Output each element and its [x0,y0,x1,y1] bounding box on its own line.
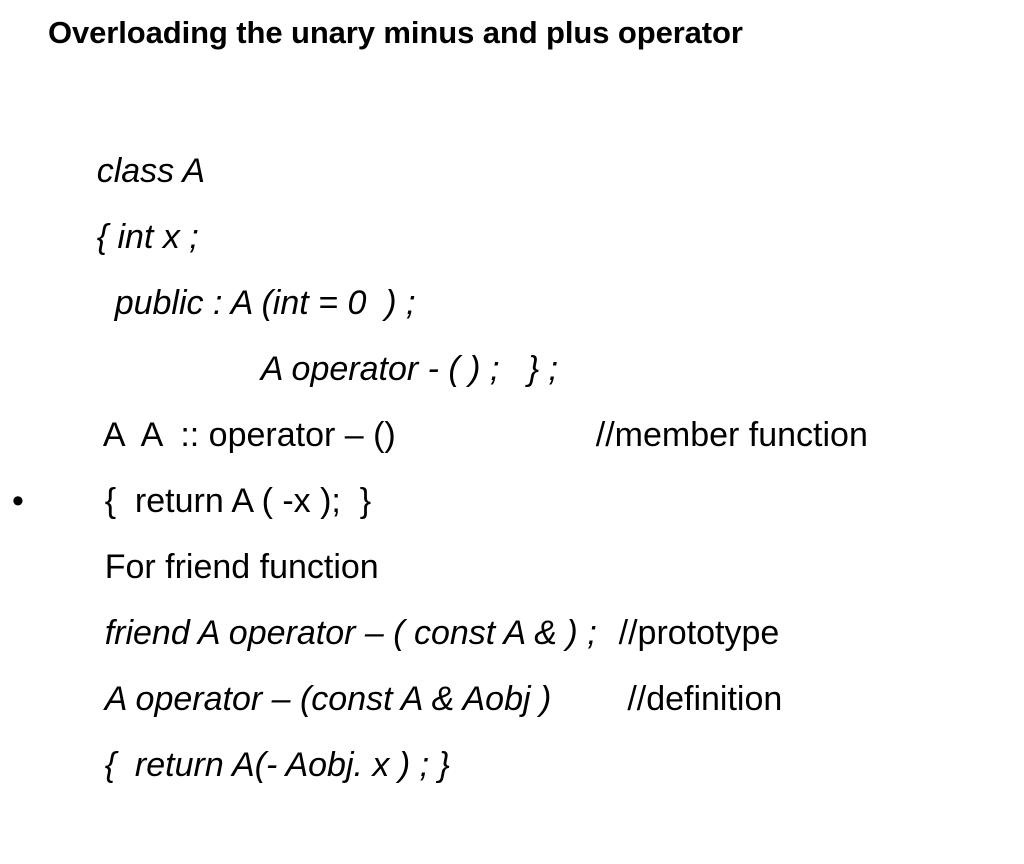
bullet-label: For friend function [104,548,379,586]
code-text: { return A ( -x ); } [104,482,372,520]
code-line-open-brace-int: { int x ; [0,138,1024,256]
code-text: friend A operator – ( const A & ) ; [104,614,597,652]
code-text: public : A (int = 0 ) ; [114,284,416,322]
code-text: class A [96,152,206,190]
code-line-friend-prototype: friend A operator – ( const A & ) ; //pro… [0,534,1024,652]
slide-body: class A { int x ; public : A (int = 0 ) … [0,72,1024,784]
bullet-item-for-friend-function: • For friend function [0,468,1024,586]
code-text: A operator – (const A & Aobj ) [104,680,552,718]
code-line-class-a: class A [0,72,1024,190]
code-text: A A :: operator – () [102,416,396,454]
code-comment-prototype: //prototype [618,614,780,652]
code-text: { int x ; [96,218,199,256]
code-comment-definition: //definition [627,680,783,718]
code-comment-member-function: //member function [595,416,868,454]
page-title: Overloading the unary minus and plus ope… [48,15,743,50]
code-line-member-signature: A A :: operator – () //member function [0,336,1024,454]
code-line-operator-decl: A operator - ( ) ; } ; [0,270,1024,388]
code-line-public-ctor: public : A (int = 0 ) ; [0,204,1024,322]
code-line-friend-body: { return A(- Aobj. x ) ; } [0,666,1024,784]
bullet-icon: • [12,482,24,520]
code-line-friend-definition: A operator – (const A & Aobj ) //definiti… [0,600,1024,718]
slide-canvas: Overloading the unary minus and plus ope… [0,15,1024,784]
code-text: { return A(- Aobj. x ) ; } [104,746,450,784]
code-text: A operator - ( ) ; } ; [260,350,558,388]
code-line-member-body: { return A ( -x ); } [0,402,1024,520]
